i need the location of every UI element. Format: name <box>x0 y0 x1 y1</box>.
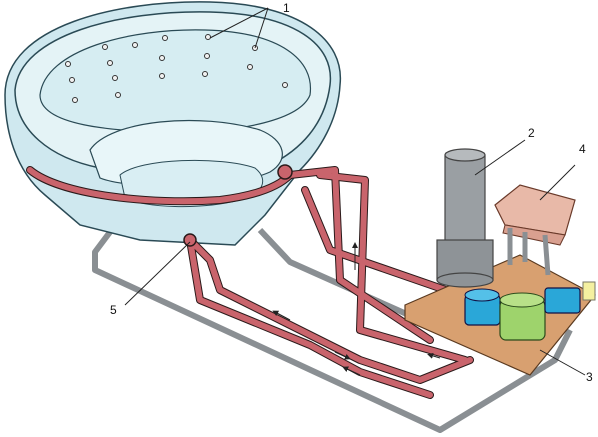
label-5: 5 <box>110 303 117 317</box>
label-2: 2 <box>528 126 535 140</box>
flow-arrows <box>272 242 441 376</box>
pump-blue <box>464 288 501 326</box>
jets <box>65 34 288 103</box>
pump-green <box>499 292 546 341</box>
tub-inner-step <box>39 29 312 133</box>
pipe-joint-top <box>277 164 293 180</box>
label-1: 1 <box>283 1 290 15</box>
label-3: 3 <box>586 370 593 384</box>
heater <box>494 184 576 276</box>
pump-small-blue <box>544 287 581 314</box>
filter <box>436 148 494 288</box>
control-yellow <box>582 281 596 301</box>
leader-lines <box>124 7 586 376</box>
label-4: 4 <box>579 142 586 156</box>
gray-return-pipe <box>92 230 573 433</box>
pipe-joint-5 <box>183 233 197 247</box>
